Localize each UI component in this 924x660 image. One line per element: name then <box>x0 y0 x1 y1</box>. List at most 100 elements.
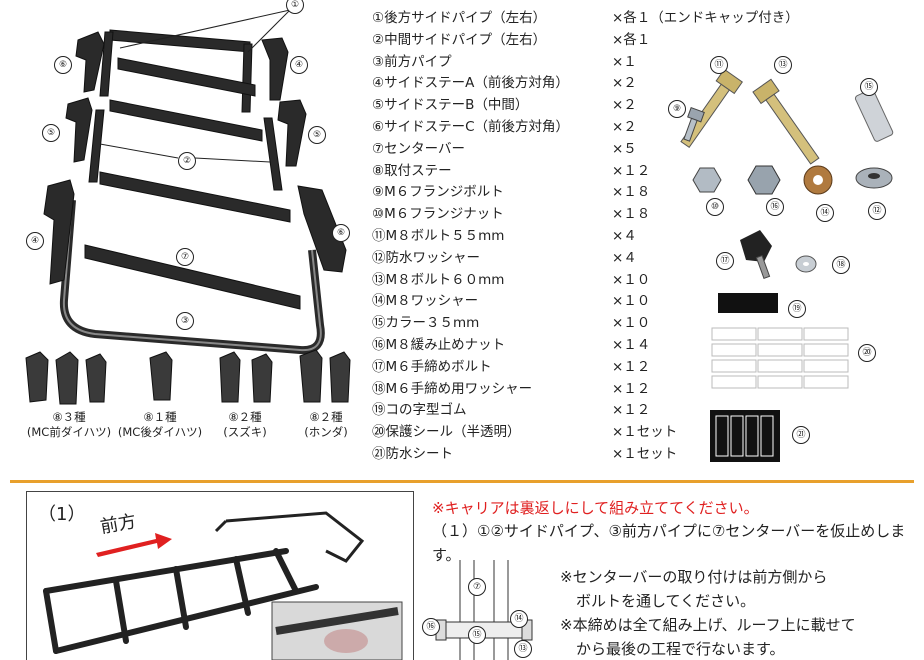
callout-21: ㉑ <box>792 426 810 444</box>
part-name: ⑳保護シール（半透明） <box>372 424 521 441</box>
step-1-illustration <box>43 511 403 660</box>
part-quantity: ×１セット <box>612 424 678 441</box>
part-row: ⑳保護シール（半透明） ×１セット <box>372 422 702 444</box>
part-name: ㉑防水シート <box>372 445 453 462</box>
callout-2: ② <box>178 152 196 170</box>
part-row: ⑲コの字型ゴム ×１２ <box>372 400 702 422</box>
parts-list: ①後方サイドパイプ（左右） ×各１（エンドキャップ付き） ②中間サイドパイプ（左右）… <box>372 8 799 466</box>
detail-callout-7: ⑦ <box>468 578 486 596</box>
part-quantity: ×２ <box>612 97 637 114</box>
part-quantity: ×１４ <box>612 336 651 353</box>
part-row: ⑰M６手締めボルト×１２ <box>372 357 702 379</box>
forward-arrow-icon <box>96 533 172 557</box>
stay-caption-1: ⑧３種 (MC前ダイハツ) <box>26 410 112 439</box>
part-name: ⑮カラー３５mm <box>372 315 480 332</box>
hand-bolt <box>740 230 772 280</box>
part-quantity: ×１２ <box>612 402 651 419</box>
part-quantity: ×１０ <box>612 315 651 332</box>
note-1-line-2: ボルトを通してください。 <box>576 592 756 610</box>
part-row: ⑯M８緩み止めナット ×１４ <box>372 335 702 357</box>
part-quantity: ×１２ <box>612 380 651 397</box>
part-name: ⑯M８緩み止めナット <box>372 336 506 353</box>
part-quantity: ×２ <box>612 118 637 135</box>
part-quantity: ×１８ <box>612 184 651 201</box>
flange-nut <box>692 167 722 193</box>
callout-17: ⑰ <box>716 252 734 270</box>
lock-nut <box>747 165 781 195</box>
part-row: ⑥サイドステーC（前後方対角） ×２ <box>372 117 702 139</box>
part-quantity: ×４ <box>612 249 637 266</box>
callout-5-left: ⑤ <box>42 124 60 142</box>
detail-callout-14: ⑭ <box>510 610 528 628</box>
part-row: ⑩M６フランジナット×１８ <box>372 204 702 226</box>
part-row: ⑤サイドステーB（中間） ×２ <box>372 95 702 117</box>
callout-9: ⑨ <box>668 100 686 118</box>
part-quantity: ×１０ <box>612 271 651 288</box>
part-name: ①後方サイドパイプ（左右） <box>372 10 547 26</box>
part-name: ⑲コの字型ゴム <box>372 402 467 419</box>
callout-4-left: ④ <box>26 232 44 250</box>
part-name: ③前方パイプ <box>372 53 452 70</box>
part-row: ⑬M８ボルト６０mm ×１０ <box>372 270 702 292</box>
part-quantity: ×４ <box>612 227 637 244</box>
stay-caption-2: ⑧１種 (MC後ダイハツ) <box>117 410 203 439</box>
part-row: ⑧取付ステー×１２ <box>372 161 702 183</box>
part-row: ㉑防水シート ×１セット <box>372 444 702 466</box>
callout-6-right: ⑥ <box>332 224 350 242</box>
u-rubber <box>718 293 778 313</box>
callout-5-right: ⑤ <box>308 126 326 144</box>
part-row: ③前方パイプ ×１ <box>372 52 702 74</box>
callout-4-right: ④ <box>290 56 308 74</box>
part-row: ⑫防水ワッシャー ×４ <box>372 248 702 270</box>
carrier-exploded-diagram <box>25 9 351 405</box>
part-name: ⑰M６手締めボルト <box>372 358 492 375</box>
part-quantity: ×１２ <box>612 162 651 179</box>
waterproof-sheet <box>710 410 780 462</box>
part-name: ⑦センターバー <box>372 140 465 157</box>
part-quantity: ×１８ <box>612 206 651 223</box>
collar-35mm <box>854 89 894 142</box>
part-quantity: ×１０ <box>612 293 651 310</box>
callout-3: ③ <box>176 312 194 330</box>
callout-13: ⑬ <box>774 56 792 74</box>
part-row: ⑭M８ワッシャー×１０ <box>372 291 702 313</box>
part-row: ⑪M８ボルト５５mm ×４ <box>372 226 702 248</box>
callout-15: ⑮ <box>860 78 878 96</box>
bolt-60mm <box>752 78 820 165</box>
hardware-diagram <box>680 68 894 462</box>
note-2-line-2: から最後の工程で行ないます。 <box>576 640 785 658</box>
step-1-instruction: （１）①②サイドパイプ、③前方パイプに⑦センターバーを仮止めします。 <box>432 522 906 564</box>
callout-19: ⑲ <box>788 300 806 318</box>
callout-20: ⑳ <box>858 344 876 362</box>
callout-10: ⑩ <box>706 198 724 216</box>
part-name: ⑬M８ボルト６０mm <box>372 271 505 288</box>
flange-bolt <box>683 106 705 142</box>
assembly-warning: ※キャリアは裏返しにして組み立ててください。 <box>432 499 759 517</box>
part-row: ②中間サイドパイプ（左右）×各１ <box>372 30 702 52</box>
part-name: ⑫防水ワッシャー <box>372 249 480 266</box>
part-quantity: ×５ <box>612 140 637 157</box>
part-quantity: ×１セット <box>612 445 678 462</box>
stay-caption-4: ⑧２種 (ホンダ) <box>304 410 348 439</box>
part-name: ④サイドステーA（前後方対角） <box>372 75 569 92</box>
callout-11: ⑪ <box>710 56 728 74</box>
stay-caption-3: ⑧２種 (スズキ) <box>223 410 267 439</box>
callout-14: ⑭ <box>816 204 834 222</box>
part-row: ⑦センターバー ×５ <box>372 139 702 161</box>
part-name: ⑱M６手締め用ワッシャー <box>372 380 533 397</box>
part-name: ⑨M６フランジボルト <box>372 184 504 201</box>
part-row: ⑮カラー３５mm ×１０ <box>372 313 702 335</box>
part-name: ⑥サイドステーC（前後方対角） <box>372 118 570 135</box>
note-2-line-1: ※本締めは全て組み上げ、ルーフ上に載せて <box>560 616 856 634</box>
part-quantity: ×各１ <box>612 31 651 48</box>
part-quantity: ×各１（エンドキャップ付き） <box>612 10 799 26</box>
callout-12: ⑫ <box>868 202 886 220</box>
part-name: ⑤サイドステーB（中間） <box>372 97 529 114</box>
part-row: ⑨M６フランジボルト ×１８ <box>372 182 702 204</box>
detail-callout-16: ⑯ <box>422 618 440 636</box>
part-name: ⑪M８ボルト５５mm <box>372 227 505 244</box>
callout-16: ⑯ <box>766 198 784 216</box>
part-quantity: ×１ <box>612 53 637 70</box>
callout-7: ⑦ <box>176 248 194 266</box>
